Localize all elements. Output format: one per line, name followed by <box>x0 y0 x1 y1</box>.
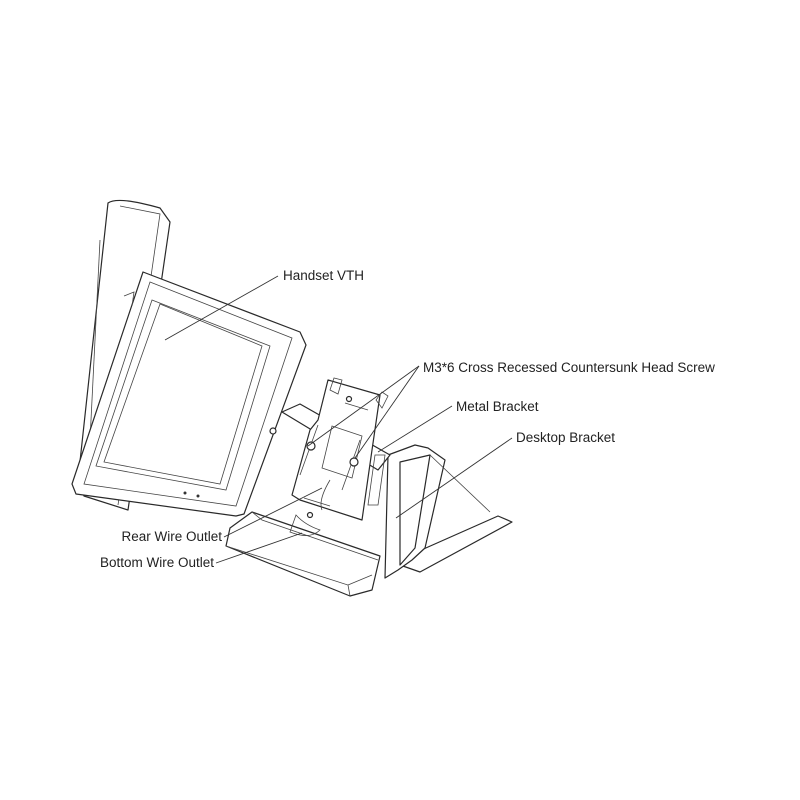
leader-screw-2 <box>354 365 420 459</box>
leader-rear-wire-outlet <box>223 487 323 538</box>
screw-left <box>306 441 316 451</box>
label-bottom-wire-outlet: Bottom Wire Outlet <box>100 555 214 570</box>
label-desktop-bracket: Desktop Bracket <box>516 430 615 445</box>
leader-desktop-bracket <box>395 437 513 519</box>
leader-metal-bracket <box>377 405 453 453</box>
screw-right <box>349 457 359 467</box>
screw-top <box>345 395 353 403</box>
label-metal-bracket: Metal Bracket <box>456 399 539 414</box>
leader-screw-1 <box>307 365 420 447</box>
label-rear-wire-outlet: Rear Wire Outlet <box>121 529 222 544</box>
metal-bracket <box>289 377 389 536</box>
leader-bottom-wire-outlet <box>215 532 303 564</box>
handset-vth-device <box>71 199 307 517</box>
leader-handset <box>164 275 279 341</box>
screws <box>269 395 359 519</box>
screw-bottom <box>306 511 314 519</box>
leader-lines <box>164 275 513 564</box>
label-handset-vth: Handset VTH <box>283 268 364 283</box>
label-screw: M3*6 Cross Recessed Countersunk Head Scr… <box>423 360 715 375</box>
screw-loose <box>269 427 277 435</box>
